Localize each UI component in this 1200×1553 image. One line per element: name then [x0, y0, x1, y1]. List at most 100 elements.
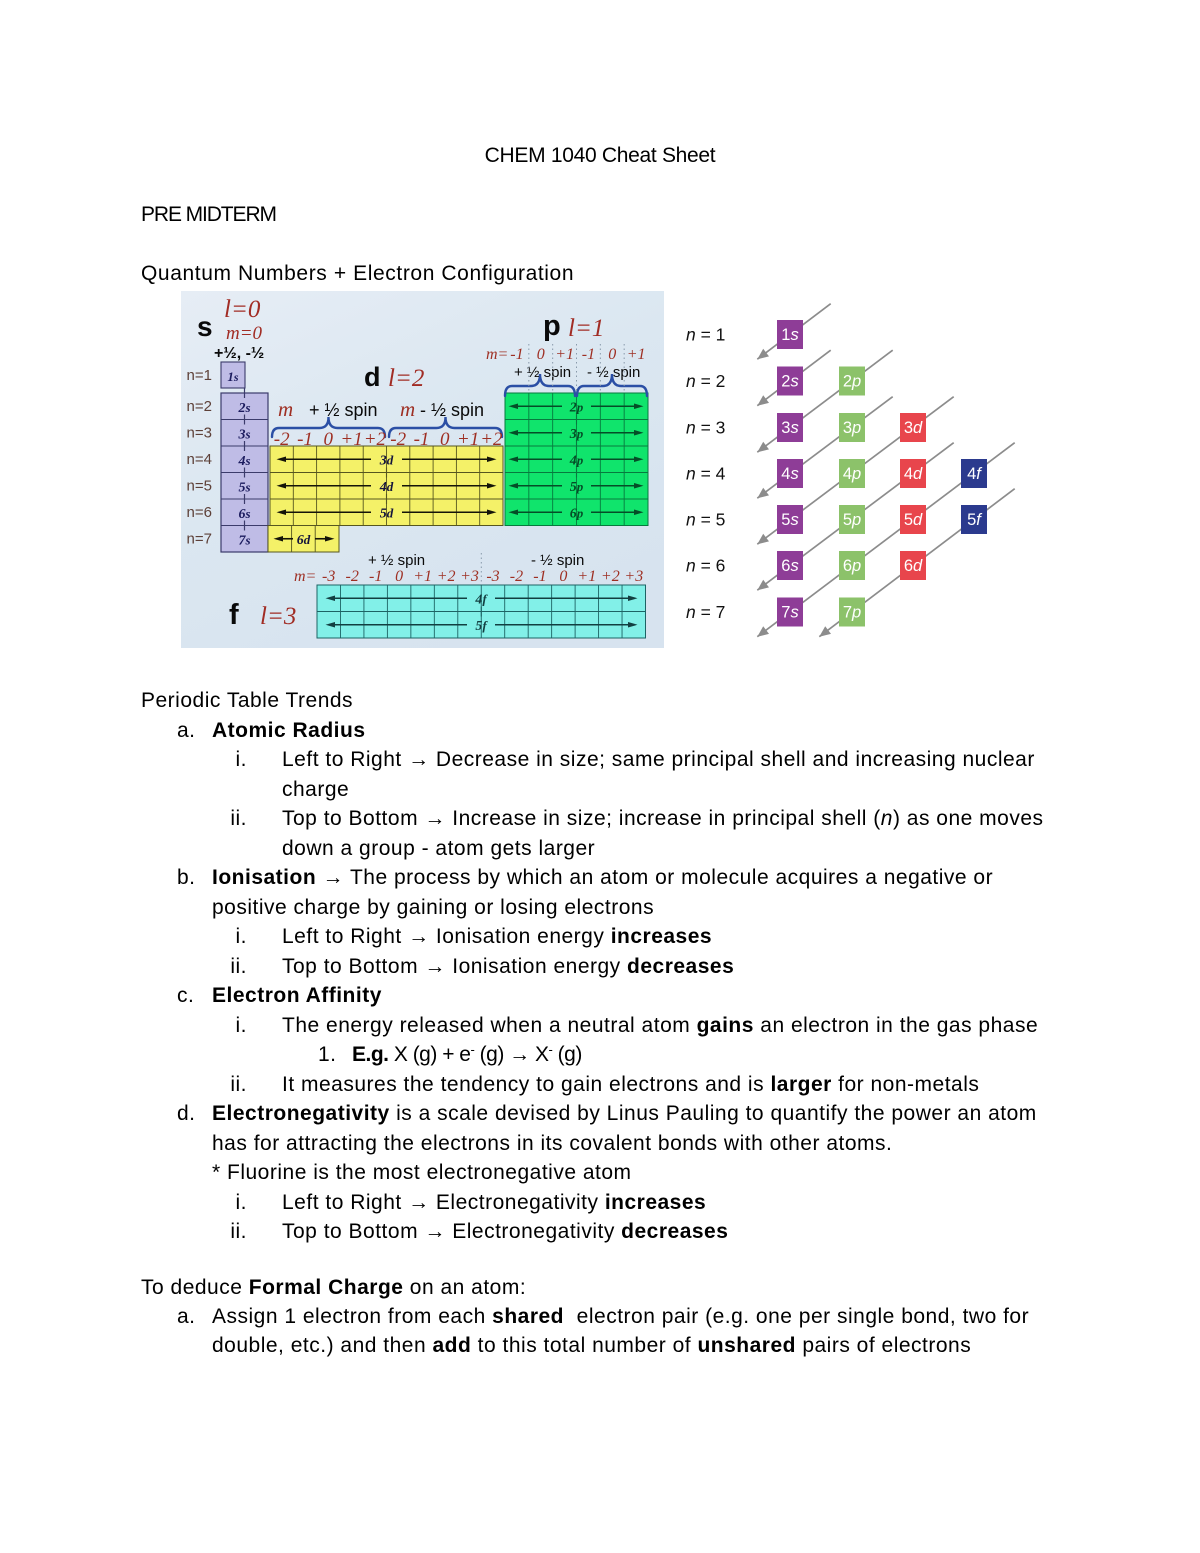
svg-text:- ½ spin: - ½ spin [420, 400, 484, 420]
svg-text:6d: 6d [297, 532, 311, 548]
svg-text:0: 0 [395, 568, 403, 585]
svg-text:l=2: l=2 [388, 365, 424, 392]
svg-text:0: 0 [608, 346, 616, 363]
svg-text:5s: 5s [781, 511, 798, 529]
svg-text:n=3: n=3 [187, 425, 212, 442]
svg-text:5p: 5p [843, 511, 861, 529]
svg-text:-1: -1 [297, 429, 313, 450]
svg-text:m=: m= [294, 568, 316, 585]
svg-text:5d: 5d [904, 511, 923, 529]
svg-text:2s: 2s [781, 373, 798, 391]
svg-text:4f: 4f [474, 591, 488, 607]
svg-text:-2: -2 [274, 429, 290, 450]
svg-text:7p: 7p [843, 604, 861, 622]
svg-text:3d: 3d [904, 419, 923, 437]
svg-text:5s: 5s [238, 480, 250, 496]
svg-text:3p: 3p [843, 419, 861, 437]
svg-text:n=7: n=7 [187, 531, 212, 548]
svg-text:-1: -1 [582, 346, 595, 363]
svg-text:- ½ spin: - ½ spin [531, 552, 584, 569]
svg-text:6s: 6s [238, 506, 250, 522]
svg-text:3s: 3s [237, 427, 250, 443]
svg-text:0: 0 [323, 429, 333, 450]
svg-text:+ ½ spin: + ½ spin [309, 400, 378, 420]
svg-text:n = 4: n = 4 [686, 464, 726, 484]
svg-text:1s: 1s [227, 369, 239, 384]
svg-text:m=0: m=0 [226, 323, 263, 344]
svg-text:n = 6: n = 6 [686, 556, 725, 576]
svg-text:6p: 6p [843, 557, 861, 575]
svg-text:+2: +2 [480, 429, 503, 450]
svg-text:+3: +3 [624, 568, 643, 585]
svg-text:l=0: l=0 [224, 296, 261, 323]
svg-text:+2: +2 [364, 429, 387, 450]
svg-text:-2: -2 [390, 429, 406, 450]
svg-text:-2: -2 [510, 568, 523, 585]
svg-text:+1: +1 [555, 346, 574, 363]
svg-text:s: s [197, 311, 213, 342]
svg-text:m: m [400, 397, 415, 421]
svg-text:- ½ spin: - ½ spin [587, 364, 640, 381]
svg-text:+2: +2 [437, 568, 456, 585]
svg-text:+ ½ spin: + ½ spin [514, 364, 571, 381]
svg-text:n = 2: n = 2 [686, 371, 725, 391]
svg-text:+3: +3 [460, 568, 479, 585]
svg-text:n = 5: n = 5 [686, 510, 725, 530]
svg-text:n=5: n=5 [187, 478, 212, 495]
svg-text:4s: 4s [237, 453, 250, 469]
svg-text:7s: 7s [238, 533, 250, 549]
svg-text:+ ½ spin: + ½ spin [368, 552, 425, 569]
svg-text:4s: 4s [781, 465, 798, 483]
svg-text:5d: 5d [380, 505, 394, 521]
svg-text:4f: 4f [967, 465, 983, 483]
svg-text:3s: 3s [781, 419, 798, 437]
svg-text:n = 3: n = 3 [686, 418, 725, 438]
svg-text:4d: 4d [904, 465, 923, 483]
svg-text:-1: -1 [414, 429, 430, 450]
svg-text:2p: 2p [569, 399, 584, 415]
svg-text:-3: -3 [322, 568, 335, 585]
svg-text:5f: 5f [967, 511, 983, 529]
svg-text:n=4: n=4 [187, 451, 212, 468]
svg-text:3p: 3p [569, 426, 584, 442]
svg-text:5f: 5f [475, 618, 488, 634]
svg-text:6s: 6s [781, 557, 798, 575]
svg-text:n=1: n=1 [187, 367, 212, 384]
svg-text:+2: +2 [601, 568, 620, 585]
svg-text:6d: 6d [904, 557, 923, 575]
svg-text:+½, -½: +½, -½ [214, 345, 264, 362]
svg-text:2s: 2s [237, 400, 250, 416]
svg-text:d: d [364, 362, 381, 392]
svg-text:n=6: n=6 [187, 504, 212, 521]
svg-text:m=: m= [486, 346, 508, 363]
svg-text:-1: -1 [369, 568, 382, 585]
svg-text:n=2: n=2 [187, 398, 212, 415]
svg-text:f: f [229, 599, 239, 631]
svg-text:-1: -1 [510, 346, 523, 363]
svg-text:4p: 4p [569, 452, 584, 468]
svg-text:1s: 1s [781, 326, 798, 344]
svg-text:6p: 6p [570, 505, 584, 521]
svg-text:+1: +1 [627, 346, 646, 363]
svg-text:+1: +1 [457, 429, 479, 450]
svg-text:-2: -2 [346, 568, 359, 585]
svg-text:l=3: l=3 [260, 603, 296, 630]
svg-text:n = 7: n = 7 [686, 602, 725, 622]
svg-text:+1: +1 [577, 568, 596, 585]
svg-text:0: 0 [537, 346, 545, 363]
svg-text:4d: 4d [379, 479, 394, 495]
svg-text:n = 1: n = 1 [686, 325, 725, 345]
svg-text:3d: 3d [379, 452, 394, 468]
svg-text:+1: +1 [340, 429, 362, 450]
svg-text:0: 0 [559, 568, 567, 585]
svg-text:-1: -1 [533, 568, 546, 585]
svg-text:5p: 5p [570, 479, 584, 495]
svg-text:4p: 4p [843, 465, 861, 483]
svg-text:2p: 2p [843, 373, 861, 391]
svg-text:m: m [278, 397, 293, 421]
svg-text:+1: +1 [413, 568, 432, 585]
svg-text:p: p [543, 310, 561, 342]
svg-text:0: 0 [440, 429, 450, 450]
svg-text:7s: 7s [781, 604, 798, 622]
svg-text:-3: -3 [486, 568, 499, 585]
